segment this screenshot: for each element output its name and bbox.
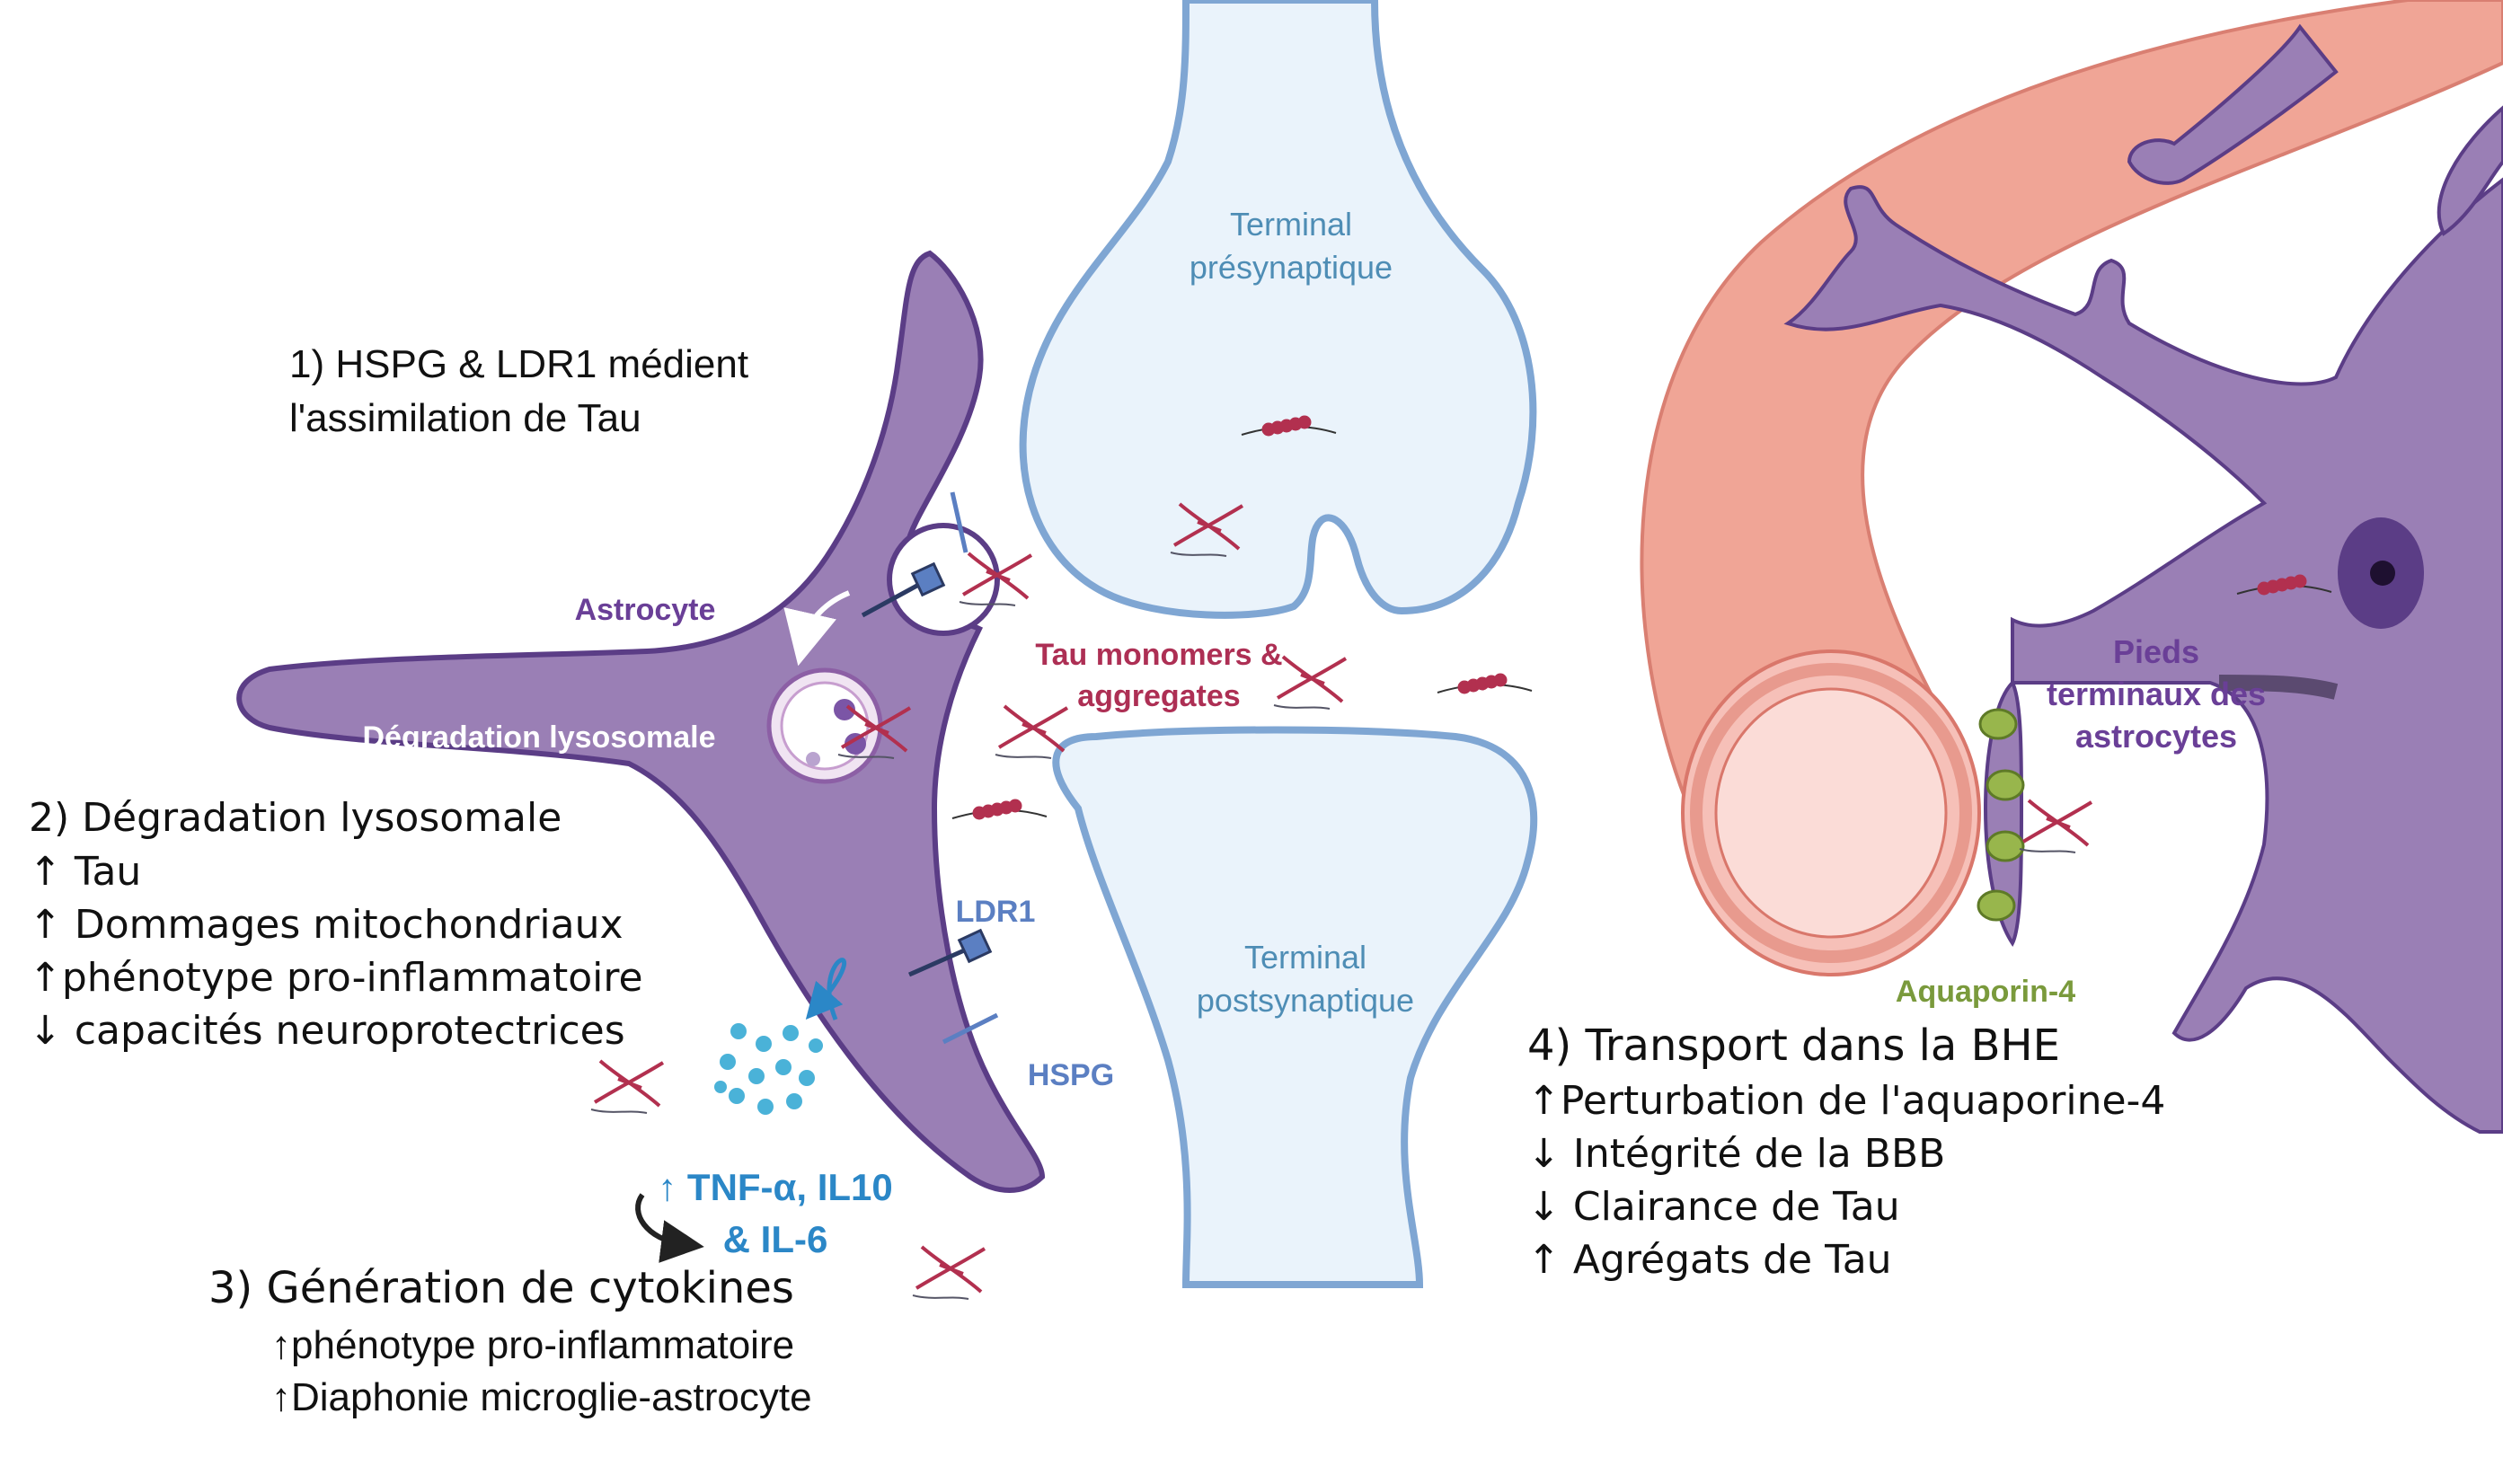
tau-monomer xyxy=(1437,673,1533,694)
step3-line-2: ↑Diaphonie microglie-astrocyte xyxy=(271,1375,812,1419)
step3-title: 3) Génération de cytokines xyxy=(208,1263,794,1313)
endocytic-vesicle xyxy=(887,523,1000,636)
tau-tangle xyxy=(2019,799,2093,853)
tau-label-2: aggregates xyxy=(1077,679,1240,713)
cytokine-particles xyxy=(714,1023,823,1115)
tau-tangle xyxy=(1170,502,1244,557)
step3-text: 3) Génération de cytokines ↑phénotype pr… xyxy=(208,1263,812,1419)
presynaptic-label-2: présynaptique xyxy=(1190,249,1393,286)
end-feet-label-2: terminaux des xyxy=(2047,676,2266,712)
aquaporin-label: Aquaporin-4 xyxy=(1896,975,2075,1009)
receptors xyxy=(861,491,999,1045)
step4-line-2: ↓ Intégrité de la BBB xyxy=(1527,1131,1945,1177)
step1-text: 1) HSPG & LDR1 médient l'assimilation de… xyxy=(289,342,748,440)
hspg-label: HSPG xyxy=(1028,1058,1114,1092)
step2-line-2: ↑ Dommages mitochondriaux xyxy=(29,902,624,948)
lysosomal-label: Dégradation lysosomale xyxy=(362,720,715,755)
postsynaptic-terminal xyxy=(1052,726,1538,1288)
presynaptic-label-1: Terminal xyxy=(1230,206,1352,243)
tau-tangle xyxy=(959,552,1033,606)
aquaporin-channels xyxy=(1977,708,2025,922)
step2-line-1: ↑ Tau xyxy=(29,849,141,895)
step1-line-2: l'assimilation de Tau xyxy=(289,396,641,440)
ldr1-label: LDR1 xyxy=(956,895,1036,929)
tau-label-1: Tau monomers & xyxy=(1035,638,1282,672)
step2-line-4: ↓ capacités neuroprotectrices xyxy=(29,1008,625,1054)
tau-monomer xyxy=(1241,415,1337,437)
step4-line-3: ↓ Clairance de Tau xyxy=(1527,1184,1900,1230)
tau-monomer xyxy=(951,799,1048,820)
cytokine-label-1: ↑ TNF-α, IL10 xyxy=(658,1166,893,1208)
tau-aggregates xyxy=(590,415,2332,1300)
astrocyte-right xyxy=(1783,23,2503,1134)
end-feet-label-1: Pieds xyxy=(2113,633,2199,670)
step2-title: 2) Dégradation lysosomale xyxy=(29,795,562,841)
tau-tangle xyxy=(837,704,912,759)
tau-tangle xyxy=(912,1245,986,1300)
tau-tangle xyxy=(1273,655,1348,710)
step4-title: 4) Transport dans la BHE xyxy=(1527,1020,2060,1071)
vessel-lumen xyxy=(1714,687,1948,939)
postsynaptic-label-2: postsynaptique xyxy=(1197,982,1414,1019)
step1-line-1: 1) HSPG & LDR1 médient xyxy=(289,342,748,386)
tau-tangle xyxy=(590,1059,665,1114)
postsynaptic-label-1: Terminal xyxy=(1244,939,1366,976)
step2-line-3: ↑phénotype pro-inflammatoire xyxy=(29,955,643,1001)
step4-text: 4) Transport dans la BHE ↑Perturbation d… xyxy=(1527,1020,2165,1283)
end-feet-label-3: astrocytes xyxy=(2075,718,2237,755)
step4-line-1: ↑Perturbation de l'aquaporine-4 xyxy=(1527,1078,2165,1124)
presynaptic-terminal xyxy=(1019,0,1537,619)
astrocyte-left xyxy=(236,250,1046,1193)
cytokine-label-2: & IL-6 xyxy=(723,1218,828,1260)
tau-monomer xyxy=(2236,574,2332,596)
tau-tangle xyxy=(995,704,1069,759)
step3-line-1: ↑phénotype pro-inflammatoire xyxy=(271,1323,794,1367)
astrocyte-label: Astrocyte xyxy=(575,593,716,627)
step4-line-4: ↑ Agrégats de Tau xyxy=(1527,1237,1892,1283)
step2-text: 2) Dégradation lysosomale ↑ Tau ↑ Dommag… xyxy=(29,795,643,1054)
